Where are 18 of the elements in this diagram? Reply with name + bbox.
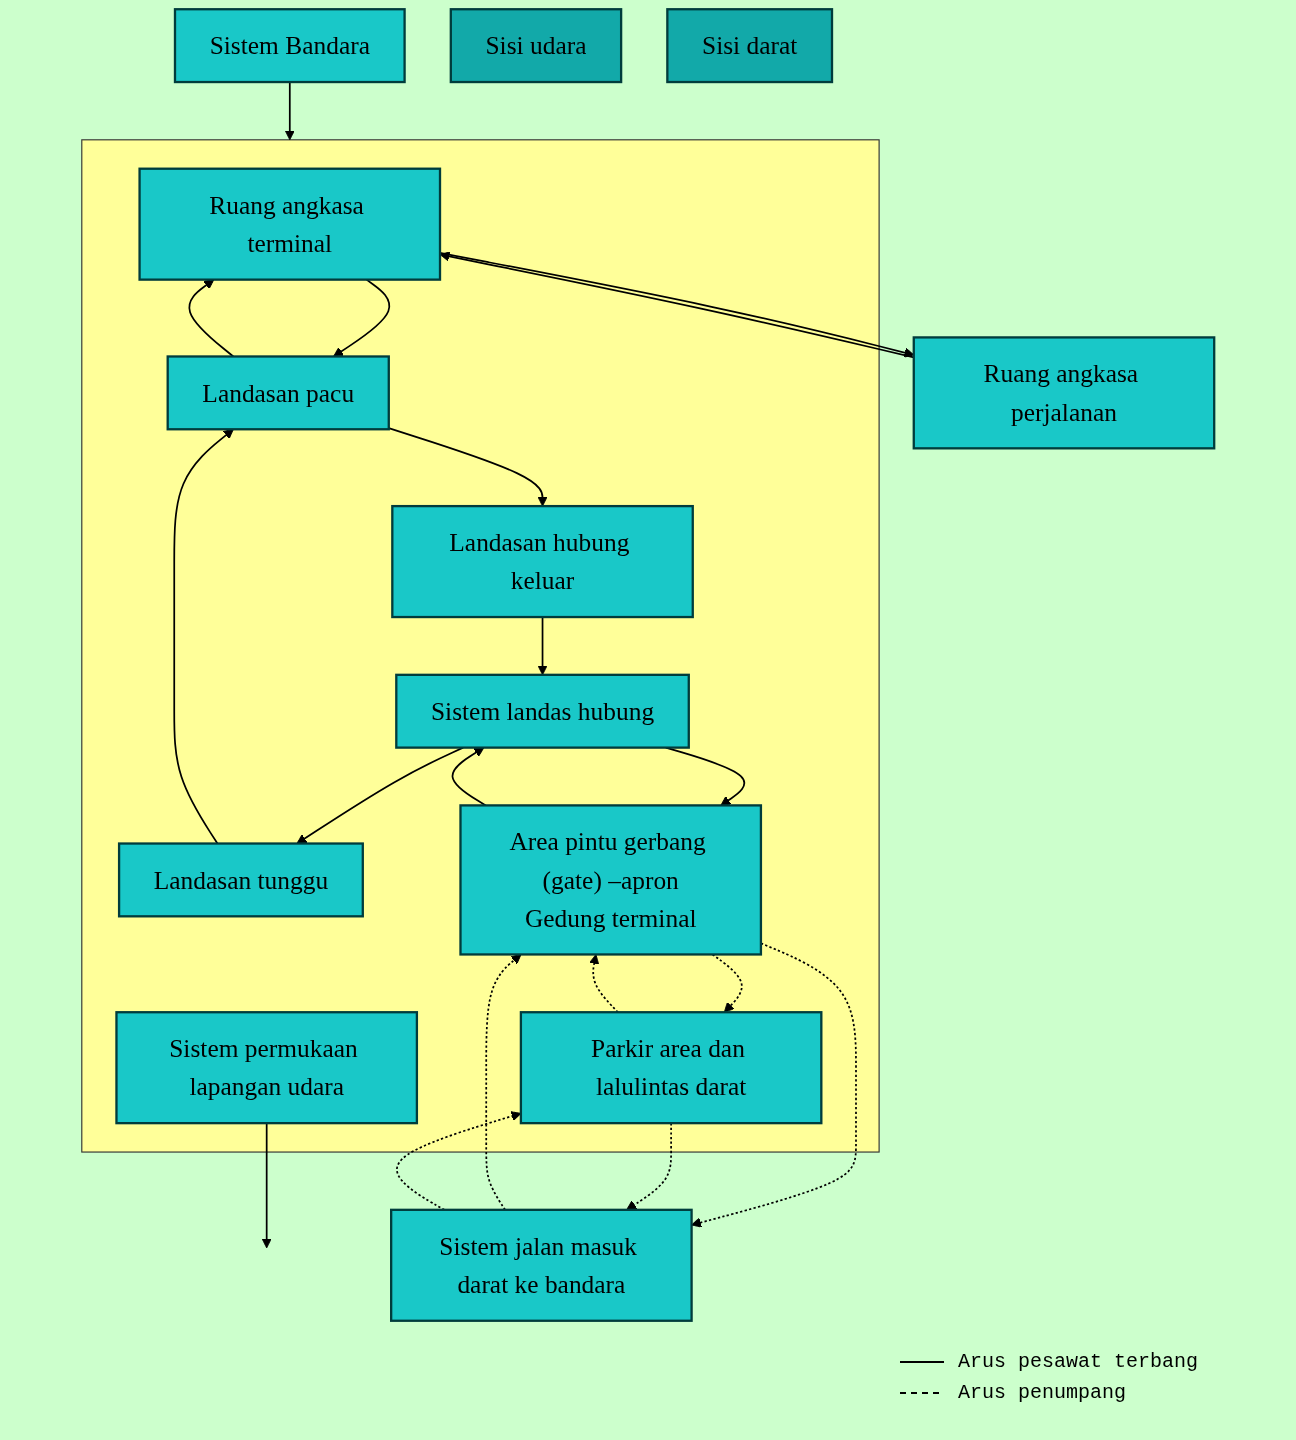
arrow xyxy=(691,942,857,1228)
node-box: Landasan tunggu xyxy=(117,842,364,918)
node-box: Ruang angkasa perjalanan xyxy=(912,336,1216,450)
node-box: Sistem jalan masuk darat ke bandara xyxy=(390,1208,693,1322)
node-box: Area pintu gerbang (gate) –apron Gedung terminal xyxy=(459,804,763,956)
node-box: Sistem permukaan lapangan udara xyxy=(115,1011,419,1125)
arrow xyxy=(387,427,548,507)
node-box: Landasan pacu xyxy=(166,355,390,431)
node-box: Sisi darat xyxy=(666,8,834,84)
node-box: Sistem landas hubung xyxy=(395,673,690,749)
node-box: Sisi udara xyxy=(449,8,623,84)
legend-text: Arus pesawat terbang xyxy=(958,1350,1199,1373)
node-box: Landasan hubung keluar xyxy=(391,504,694,619)
legend-text: Arus penumpang xyxy=(958,1381,1127,1404)
cluster xyxy=(81,139,880,1153)
node-box: Ruang angkasa terminal xyxy=(138,167,442,281)
node-box: Parkir area dan lalulintas darat xyxy=(519,1011,823,1125)
node-box: Sistem Bandara xyxy=(173,8,406,84)
